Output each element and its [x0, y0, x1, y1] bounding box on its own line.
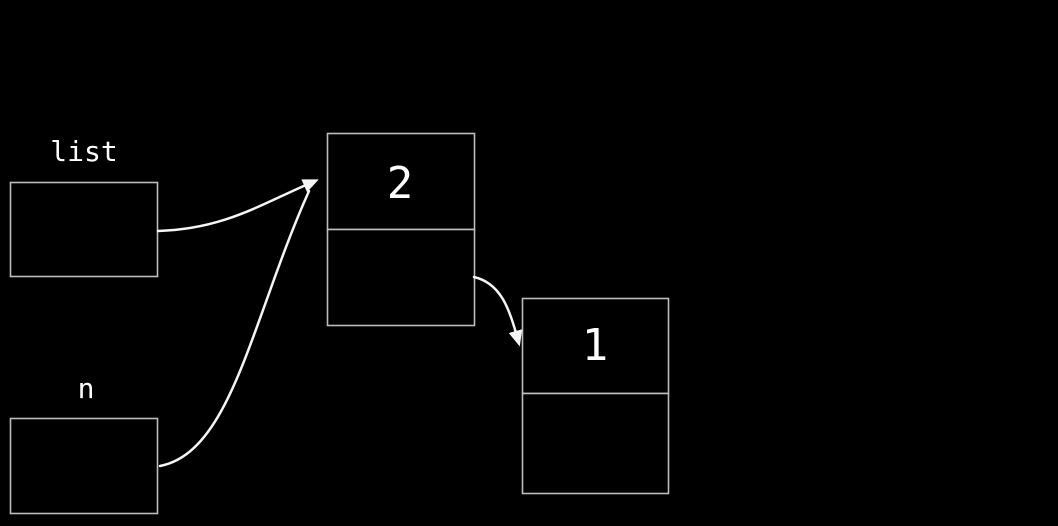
node-2-next-cell — [326, 228, 476, 327]
pointer-n-box — [9, 417, 159, 515]
node-2-value: 2 — [387, 158, 414, 209]
node-1-value-cell — [521, 297, 670, 395]
arrow-n-to-node2 — [158, 189, 311, 468]
node-2: 2 — [326, 132, 476, 327]
arrow-node2-next-to-node1 — [472, 275, 523, 347]
pointer-n-label: n — [78, 372, 95, 405]
pointer-list-label: list — [50, 135, 117, 168]
pointer-n: n — [9, 372, 159, 515]
arrow-list-to-node2 — [156, 179, 319, 233]
node-2-value-cell — [326, 132, 476, 231]
pointer-list-box — [9, 181, 159, 278]
node-1: 1 — [521, 297, 670, 495]
node-1-next-cell — [521, 392, 670, 495]
pointer-list: list — [9, 135, 159, 278]
node-1-value: 1 — [582, 320, 609, 371]
